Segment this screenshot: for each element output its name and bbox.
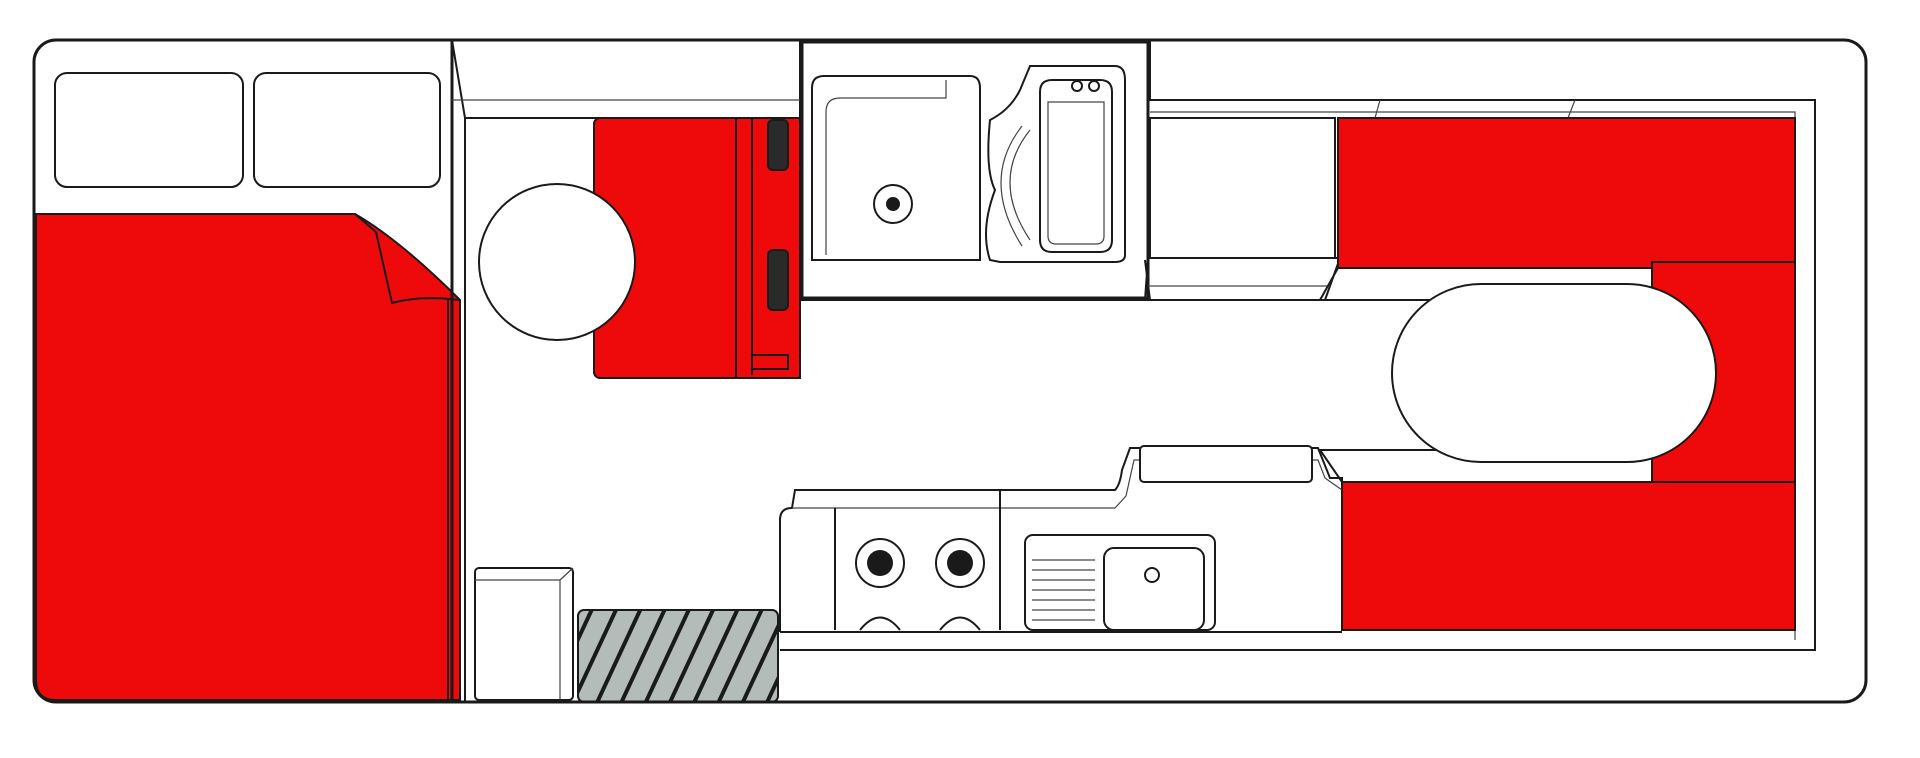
door-mat-icon	[577, 609, 779, 703]
shower-tray-inner	[825, 80, 947, 255]
drainer-grooves	[1032, 559, 1095, 621]
bed-sheet-fold	[354, 213, 461, 305]
seatbelt-clip	[751, 354, 789, 370]
cab-window-left	[54, 72, 244, 188]
kitchen-lid	[1139, 445, 1313, 483]
rear-inner-wall	[780, 99, 1816, 651]
sink-icon	[1103, 547, 1205, 631]
wardrobe-cabinet-base	[1143, 257, 1342, 301]
bathroom-counter	[802, 259, 1152, 301]
gas-burner-icon	[855, 538, 985, 631]
dinette-table-icon	[1391, 283, 1717, 463]
overhead-cabinet-right-bevel	[1150, 99, 1576, 119]
toilet-arc-2	[1000, 125, 1023, 247]
rear-seat-top	[1337, 117, 1796, 269]
toilet-arc	[1009, 129, 1031, 241]
toilet-icon	[1039, 79, 1113, 253]
bed-mattress	[35, 213, 461, 701]
rear-seat-bottom	[1341, 481, 1796, 631]
shower-tray	[811, 75, 981, 261]
wardrobe-cabinet	[1149, 117, 1336, 259]
shower-drain-inner	[886, 197, 900, 211]
overhead-cabinet-right	[1149, 40, 1345, 101]
kitchen-counter	[779, 447, 1343, 632]
kitchen-counter-bevel	[792, 459, 1343, 509]
bathroom	[800, 40, 1150, 300]
round-table-icon	[478, 183, 636, 341]
vehicle-outline	[32, 38, 1868, 704]
toilet-button-b	[1088, 80, 1100, 92]
toilet-bowl	[1047, 101, 1105, 245]
fridge-icon	[474, 567, 574, 701]
toilet-button-a	[1071, 80, 1083, 92]
kitchen-sink-surround	[1024, 534, 1216, 631]
sink-drain	[1144, 567, 1160, 583]
seatbelt-buckle-top	[767, 119, 789, 171]
overhead-cabinet	[450, 39, 801, 119]
cab-window-right	[253, 72, 441, 188]
toilet-surround	[985, 65, 1126, 263]
seatbelt-buckle-bottom	[767, 249, 789, 311]
